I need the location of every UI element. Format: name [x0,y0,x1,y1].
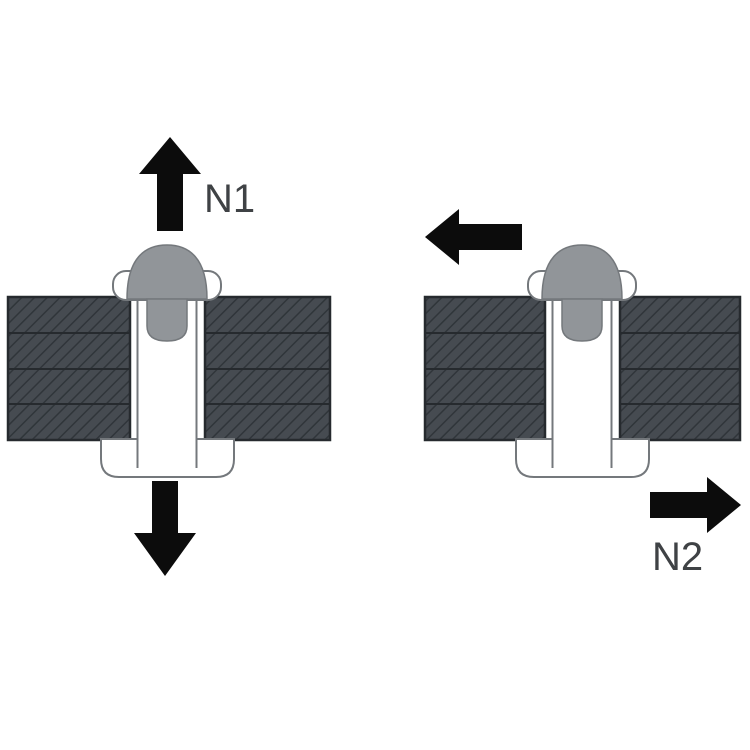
rivet-dome-head [126,244,208,300]
right-arrow [650,477,741,533]
left-sheet-stack [423,295,547,442]
up-arrow [139,137,201,231]
down-arrow [134,481,196,576]
rivet-dome-head [541,244,623,300]
right-sheet-stack [203,295,332,442]
rivet-bore-opening [553,436,612,442]
blind-rivet [515,244,650,478]
left-sheet-stack [6,295,132,442]
rivet-bore-opening [138,436,197,442]
right-sheet-stack [618,295,742,442]
left-arrow [425,209,522,265]
mandrel-remnant [146,298,188,342]
rivet-blind-head [515,438,650,478]
load-label-n1: N1 [204,177,255,221]
blind-rivet [100,244,235,478]
mandrel-remnant [561,298,603,342]
tensile-load-figure: N1 [6,137,332,576]
load-label-n2: N2 [652,535,703,579]
shear-load-figure: N2 [423,209,742,579]
rivet-blind-head [100,438,235,478]
